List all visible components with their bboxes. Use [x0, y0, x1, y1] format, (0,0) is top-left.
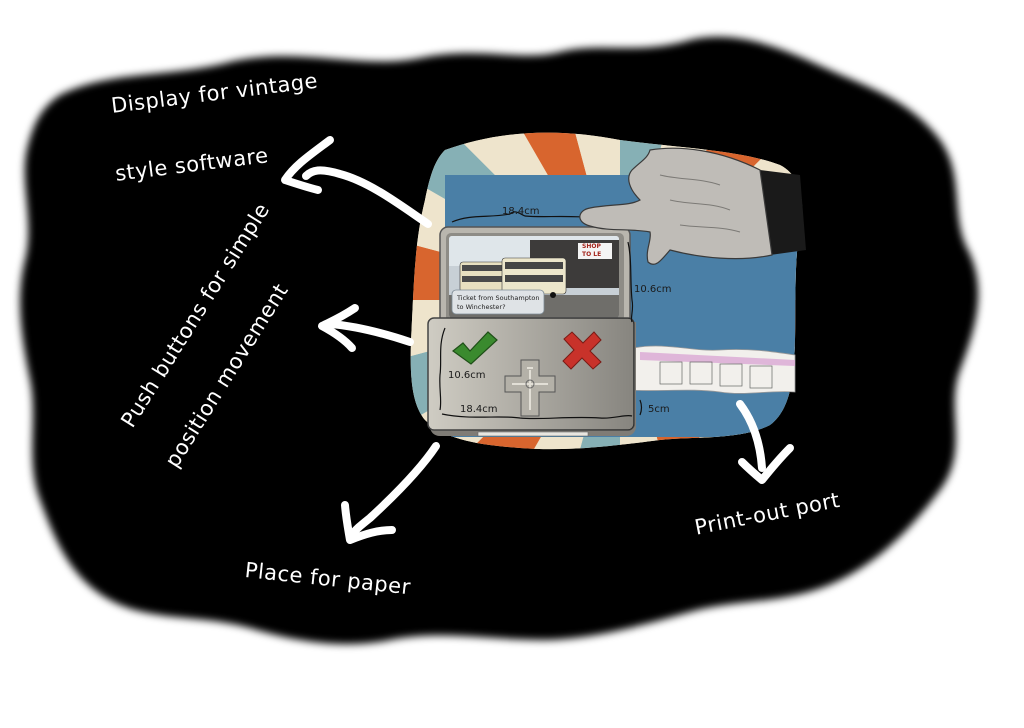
hand-icon — [579, 147, 806, 265]
cross-icon[interactable] — [562, 331, 602, 370]
shop-sign-line1: SHOP — [582, 243, 601, 250]
dimension-top-width: 18.4cm — [502, 206, 540, 217]
ticket-strip-icon — [624, 345, 796, 394]
arrowhead-printout — [738, 444, 794, 484]
dimension-base-width: 18.4cm — [460, 404, 498, 415]
dimension-depth: 5cm — [648, 404, 670, 415]
measurement-braces — [439, 211, 643, 420]
device — [427, 211, 643, 437]
arrowhead-buttons — [318, 304, 359, 352]
dimension-base-height: 10.6cm — [448, 370, 486, 381]
arrow-buttons — [326, 320, 414, 346]
shop-sign: SHOP TO LE — [582, 243, 601, 259]
callout-arrows — [281, 136, 794, 544]
dimension-screen-height: 10.6cm — [634, 284, 672, 295]
shop-sign-line2: TO LE — [582, 251, 602, 259]
screen-caption: Ticket from Southampton to Winchester? — [457, 294, 539, 312]
screen-caption-line2: to Winchester? — [457, 302, 506, 311]
arrow-display — [302, 166, 432, 228]
arrow-paper — [348, 442, 440, 539]
paper-slot — [477, 431, 589, 437]
dpad-icon[interactable] — [504, 359, 556, 417]
arrowhead-paper — [341, 501, 396, 544]
arrowhead-display — [281, 136, 334, 194]
check-icon[interactable] — [452, 331, 498, 365]
screen-photo — [449, 236, 619, 318]
screen-caption-line1: Ticket from Southampton — [457, 294, 540, 302]
arrow-printout — [736, 400, 766, 472]
